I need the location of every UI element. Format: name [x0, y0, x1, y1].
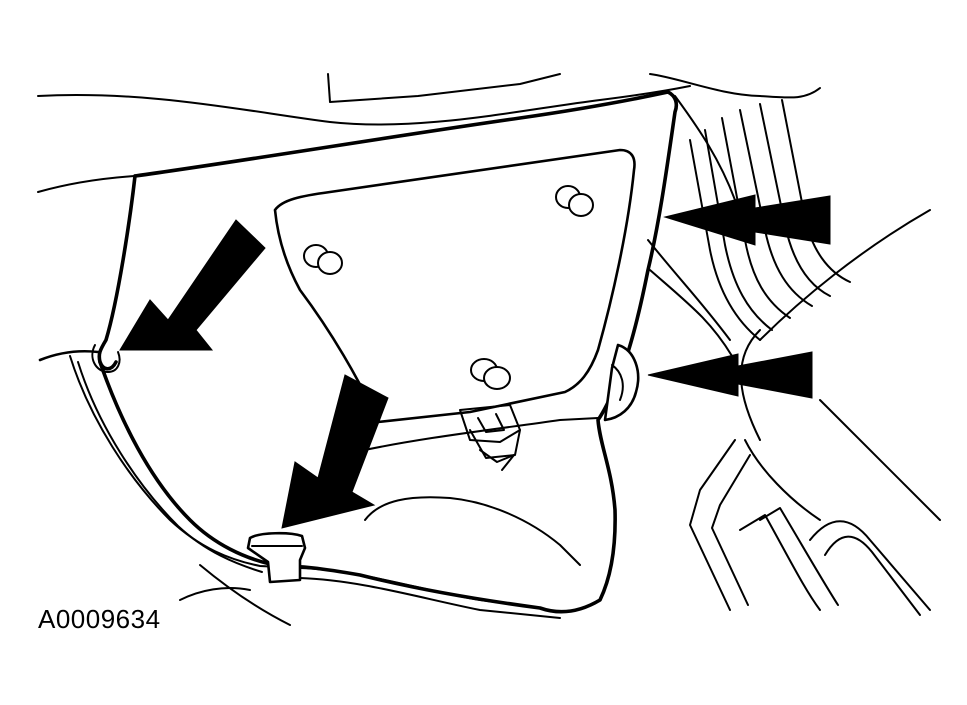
- dashboard-background: [37, 73, 821, 193]
- arrow-lower-center: [281, 374, 389, 529]
- arrow-right-lower: [647, 351, 813, 399]
- arrow-upper-left: [119, 219, 266, 351]
- fastener-pin-top-right: [555, 185, 594, 217]
- figure-code-label: A0009634: [38, 604, 161, 634]
- kick-panel: [91, 90, 679, 614]
- arrow-right-upper: [663, 194, 831, 246]
- fastener-pin-left: [303, 244, 343, 275]
- right-retaining-tab: [603, 343, 640, 422]
- bottom-retaining-clip: [246, 531, 307, 584]
- fastener-pin-bottom: [470, 358, 511, 390]
